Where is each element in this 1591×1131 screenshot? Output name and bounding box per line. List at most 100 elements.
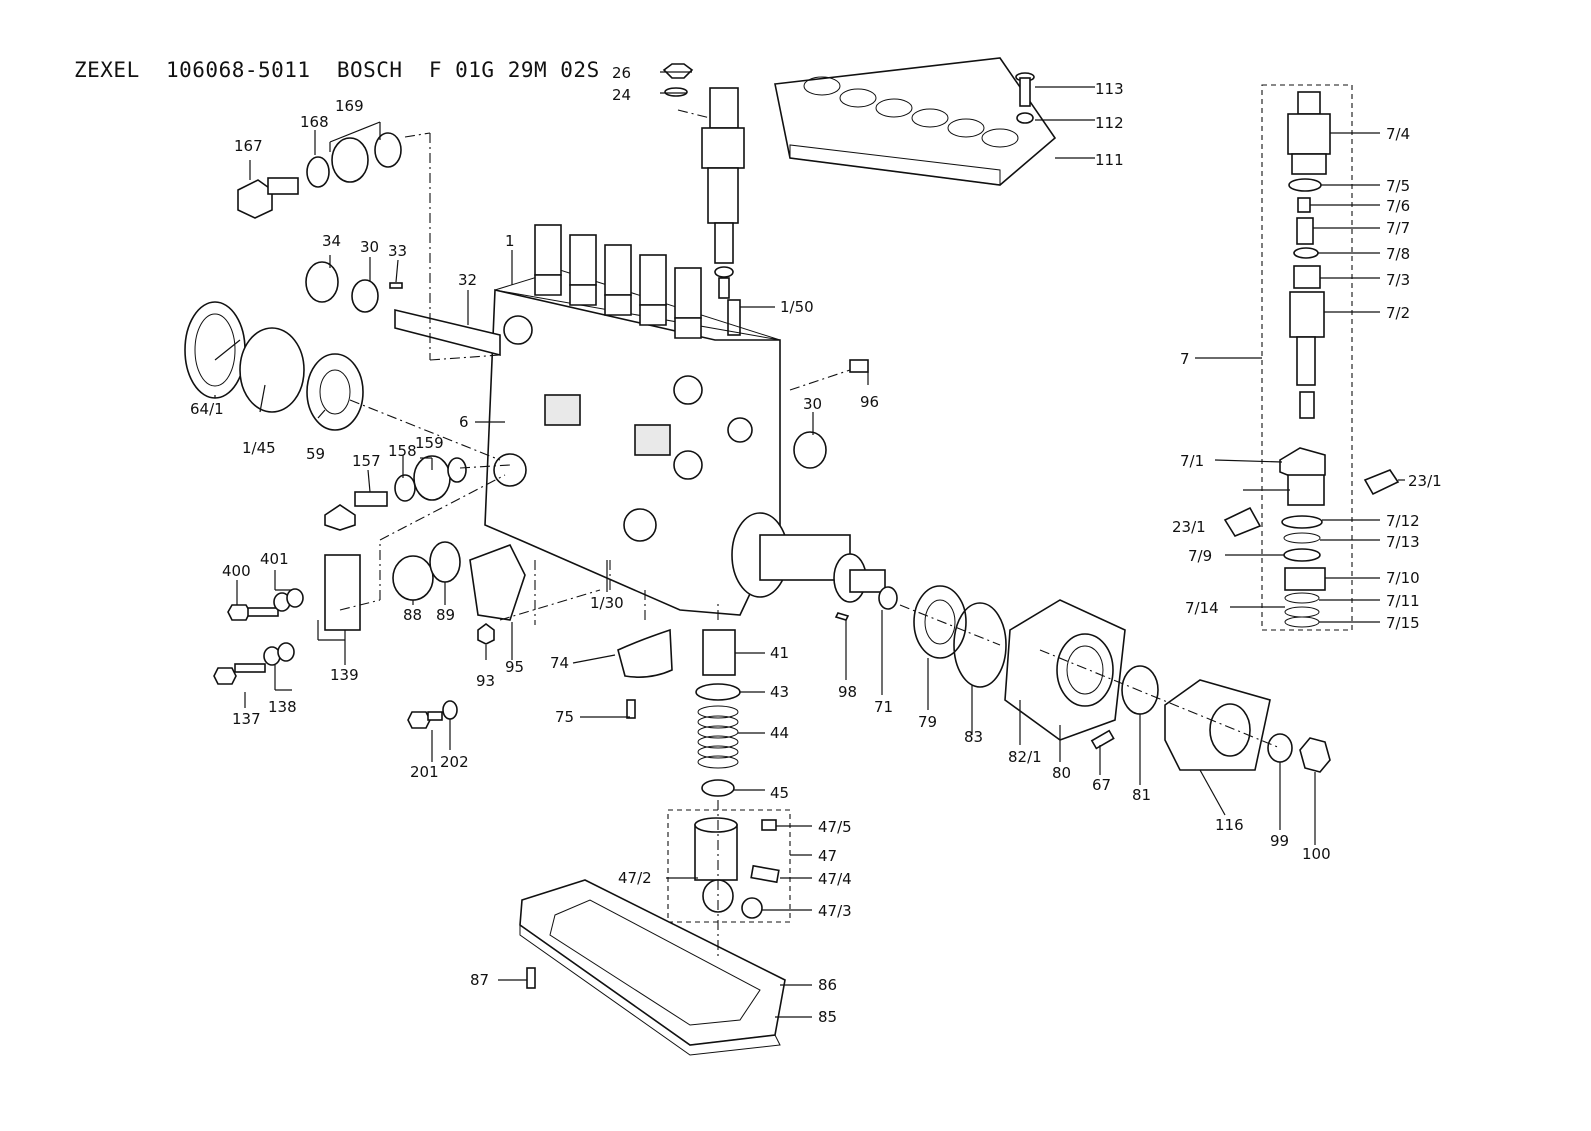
label-80: 80 bbox=[1052, 764, 1071, 782]
bolt-400 bbox=[227, 604, 251, 621]
center-lines bbox=[339, 109, 1281, 960]
label-85: 85 bbox=[818, 1008, 837, 1026]
flange-116 bbox=[1164, 679, 1271, 771]
label-202: 202 bbox=[440, 753, 469, 771]
label-47-4: 47/4 bbox=[818, 870, 852, 888]
gasket-89 bbox=[429, 541, 461, 583]
washer-202 bbox=[442, 700, 458, 720]
label-7-6: 7/6 bbox=[1386, 197, 1410, 215]
label-7-9: 7/9 bbox=[1188, 547, 1212, 565]
label-401: 401 bbox=[260, 550, 289, 568]
label-23-1-left: 23/1 bbox=[1172, 518, 1206, 536]
cover-95 bbox=[469, 543, 526, 621]
screw-75 bbox=[626, 699, 636, 719]
label-44: 44 bbox=[770, 724, 789, 742]
label-89: 89 bbox=[436, 606, 455, 624]
label-96: 96 bbox=[860, 393, 879, 411]
label-47: 47 bbox=[818, 847, 837, 865]
label-100: 100 bbox=[1302, 845, 1331, 863]
label-7-1: 7/1 bbox=[1180, 452, 1204, 470]
label-30-right: 30 bbox=[803, 395, 822, 413]
label-24: 24 bbox=[612, 86, 631, 104]
banjo-fitting-159 bbox=[324, 455, 467, 531]
label-30-left: 30 bbox=[360, 238, 379, 256]
label-7-5: 7/5 bbox=[1386, 177, 1410, 195]
label-7-10: 7/10 bbox=[1386, 569, 1420, 587]
label-59: 59 bbox=[306, 445, 325, 463]
label-47-5: 47/5 bbox=[818, 818, 852, 836]
stud-1-50 bbox=[727, 299, 741, 336]
label-7-15: 7/15 bbox=[1386, 614, 1420, 632]
label-137: 137 bbox=[232, 710, 261, 728]
label-75: 75 bbox=[555, 708, 574, 726]
label-7: 7 bbox=[1180, 350, 1190, 368]
key-98 bbox=[834, 612, 850, 621]
label-1-30: 1/30 bbox=[590, 594, 624, 612]
bearing-cover-80 bbox=[1004, 599, 1126, 741]
label-93: 93 bbox=[476, 672, 495, 690]
parts-drawing bbox=[184, 57, 1400, 1056]
nut-93 bbox=[477, 623, 495, 645]
diagram-title: ZEXEL 106068-5011 BOSCH F 01G 29M 02S bbox=[74, 58, 600, 82]
bushing-1-45 bbox=[239, 327, 305, 413]
label-7-3: 7/3 bbox=[1386, 271, 1410, 289]
label-82-1: 82/1 bbox=[1008, 748, 1042, 766]
spring-44 bbox=[697, 705, 739, 769]
label-64-1: 64/1 bbox=[190, 400, 224, 418]
label-81: 81 bbox=[1132, 786, 1151, 804]
label-169: 169 bbox=[335, 97, 364, 115]
cap-30 bbox=[793, 431, 827, 469]
bearing-59 bbox=[306, 353, 364, 431]
label-34: 34 bbox=[322, 232, 341, 250]
cover-plate-111 bbox=[774, 57, 1057, 186]
label-1-45: 1/45 bbox=[242, 439, 276, 457]
label-74: 74 bbox=[550, 654, 569, 672]
o-ring-83 bbox=[953, 602, 1007, 688]
bearing-79 bbox=[913, 585, 967, 659]
label-158: 158 bbox=[388, 442, 417, 460]
label-7-4: 7/4 bbox=[1386, 125, 1410, 143]
label-99: 99 bbox=[1270, 832, 1289, 850]
label-168: 168 bbox=[300, 113, 329, 131]
camshaft-71 bbox=[731, 512, 898, 610]
label-139: 139 bbox=[330, 666, 359, 684]
control-rack-32 bbox=[305, 261, 501, 357]
label-87: 87 bbox=[470, 971, 489, 989]
label-6: 6 bbox=[459, 413, 469, 431]
label-23-1-right: 23/1 bbox=[1408, 472, 1442, 490]
label-43: 43 bbox=[770, 683, 789, 701]
label-7-13: 7/13 bbox=[1386, 533, 1420, 551]
pump-body-1 bbox=[484, 224, 781, 616]
screw-87 bbox=[526, 967, 536, 989]
label-88: 88 bbox=[403, 606, 422, 624]
label-157: 157 bbox=[352, 452, 381, 470]
nut-26 bbox=[662, 63, 694, 79]
label-71: 71 bbox=[874, 698, 893, 716]
label-159: 159 bbox=[415, 434, 444, 452]
washer-24 bbox=[664, 87, 688, 97]
gasket-85 bbox=[519, 924, 781, 1056]
label-86: 86 bbox=[818, 976, 837, 994]
label-67: 67 bbox=[1092, 776, 1111, 794]
label-79: 79 bbox=[918, 713, 937, 731]
callout-labels: 1 6 7 24 26 30 30 32 33 34 41 43 44 45 4… bbox=[190, 64, 1442, 1026]
label-116: 116 bbox=[1215, 816, 1244, 834]
label-138: 138 bbox=[268, 698, 297, 716]
label-201: 201 bbox=[410, 763, 439, 781]
element-group-7 bbox=[1261, 84, 1353, 631]
bolt-201 bbox=[407, 711, 431, 729]
element-parts bbox=[1223, 91, 1400, 628]
label-45: 45 bbox=[770, 784, 789, 802]
washer-99 bbox=[1267, 733, 1293, 763]
delivery-valve-holder bbox=[701, 87, 745, 299]
screw-96 bbox=[849, 359, 869, 373]
plug-88 bbox=[392, 555, 434, 601]
screw-113 bbox=[1015, 72, 1035, 124]
label-400: 400 bbox=[222, 562, 251, 580]
label-7-11: 7/11 bbox=[1386, 592, 1420, 610]
label-7-12: 7/12 bbox=[1386, 512, 1420, 530]
nut-100 bbox=[1299, 737, 1331, 773]
label-7-14: 7/14 bbox=[1185, 599, 1219, 617]
label-47-2: 47/2 bbox=[618, 869, 652, 887]
